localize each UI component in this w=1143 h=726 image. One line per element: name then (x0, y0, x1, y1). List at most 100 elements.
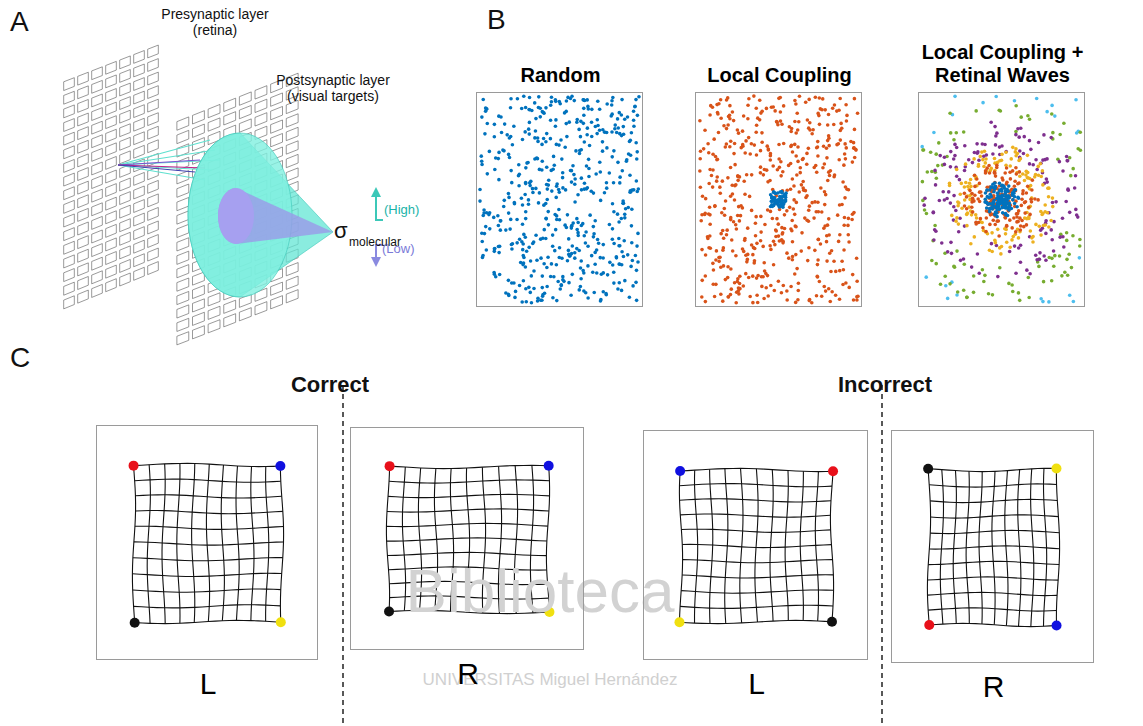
scatter-point (634, 98, 638, 102)
scatter-point (793, 224, 797, 228)
scatter-point (832, 123, 836, 127)
scatter-point (769, 158, 773, 162)
scatter-point (1023, 179, 1027, 183)
scatter-point (756, 301, 760, 305)
scatter-point (943, 198, 947, 202)
scatter-point (759, 171, 763, 175)
scatter-point (853, 128, 857, 132)
scatter-point (755, 153, 759, 157)
scatter-point (502, 149, 506, 153)
scatter-point (760, 285, 764, 289)
scatter-point (972, 274, 976, 278)
scatter-point (527, 202, 531, 206)
layer-cell (120, 137, 131, 150)
scatter-point (623, 213, 627, 217)
scatter-point (580, 176, 584, 180)
scatter-point (594, 125, 598, 129)
layer-cell (64, 187, 75, 200)
layer-cell (177, 305, 189, 318)
scatter-point (822, 285, 826, 289)
scatter-point (853, 97, 857, 101)
layer-cell (134, 213, 145, 226)
scatter-point (1058, 133, 1062, 137)
scatter-point (478, 199, 482, 203)
scatter-point (559, 138, 563, 142)
scatter-point (616, 287, 620, 291)
scatter-point (943, 274, 947, 278)
layer-cell (64, 105, 75, 118)
scatter-point (480, 159, 484, 163)
scatter-point (511, 143, 515, 147)
scatter-point (932, 211, 936, 215)
layer-cell (271, 93, 283, 106)
scatter-point (561, 176, 565, 180)
scatter-point (815, 146, 819, 150)
layer-cell (120, 110, 131, 123)
scatter-point (482, 208, 486, 212)
scatter-point (758, 98, 762, 102)
scatter-point (1041, 169, 1045, 173)
scatter-point (971, 198, 975, 202)
scatter-point (612, 270, 616, 274)
layer-cell (120, 205, 131, 218)
scatter-point (575, 228, 579, 232)
scatter-point (1014, 271, 1018, 275)
scatter-point (826, 123, 830, 127)
scatter-point (1000, 159, 1004, 163)
scatter-point (1051, 201, 1055, 205)
scatter-point (980, 142, 984, 146)
scatter-point (582, 122, 586, 126)
scatter-point (598, 256, 602, 260)
layer-cell (239, 119, 251, 132)
scatter-point (587, 158, 591, 162)
scatter-point (584, 230, 588, 234)
scatter-point (834, 270, 838, 274)
scatter-point (988, 171, 992, 175)
layer-cell (78, 181, 89, 194)
high-arrow (375, 192, 377, 205)
scatter-point (968, 181, 972, 185)
scatter-point (628, 173, 632, 177)
scatter-point (510, 281, 514, 285)
scatter-point (533, 101, 537, 105)
scatter-point (500, 131, 504, 135)
layer-cell (78, 127, 89, 140)
scatter-point (569, 293, 573, 297)
scatter-point (637, 95, 641, 99)
layer-cell (134, 105, 145, 118)
scatter-point (549, 137, 553, 141)
scatter-point (947, 190, 951, 194)
scatter-point (816, 263, 820, 267)
scatter-point (545, 198, 549, 202)
scatter-point (558, 191, 562, 195)
scatter-point (497, 224, 501, 228)
scatter-point (948, 282, 952, 286)
scatter-point (989, 167, 993, 171)
scatter-point (972, 157, 976, 161)
scatter-point (560, 256, 564, 260)
scatter-point (551, 296, 555, 300)
scatter-point (509, 106, 513, 110)
scatter-point (982, 165, 986, 169)
scatter-point (827, 287, 831, 291)
scatter-point (827, 217, 831, 221)
scatter-point (985, 216, 989, 220)
scatter-point (716, 112, 720, 116)
scatter-point (807, 208, 811, 212)
scatter-point (846, 233, 850, 237)
scatter-point (736, 174, 740, 178)
scatter-point (952, 157, 956, 161)
scatter-point (803, 216, 807, 220)
scatter-point (817, 238, 821, 242)
scatter-point (555, 263, 559, 267)
scatter-point (553, 249, 557, 253)
scatter-point (497, 151, 501, 155)
scatter-point (950, 214, 954, 218)
scatter-point (712, 137, 716, 141)
scatter-point (570, 244, 574, 248)
scatter-point (807, 219, 811, 223)
scatter-point (497, 178, 501, 182)
scatter-point (698, 157, 702, 161)
scatter-point (933, 224, 937, 228)
scatter-point (822, 144, 826, 148)
